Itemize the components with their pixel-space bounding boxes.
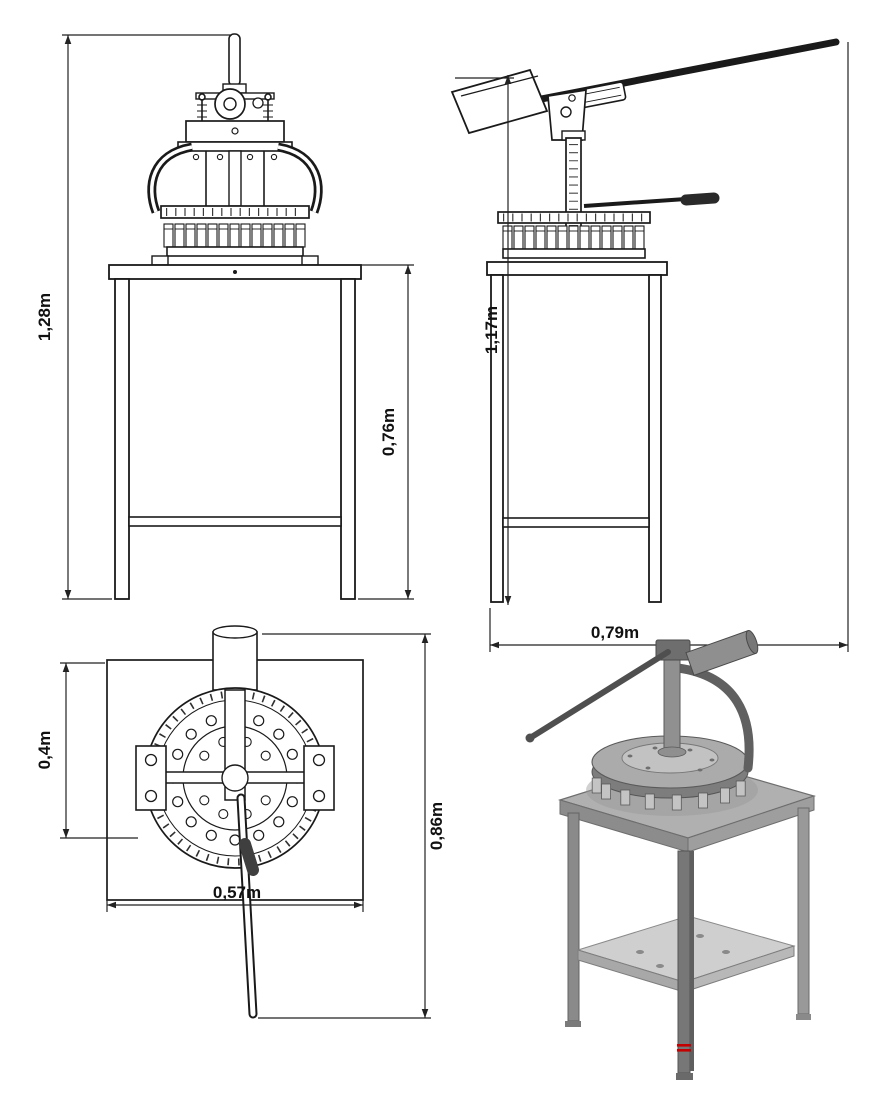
front-carousel [151, 205, 319, 266]
iso-lever [527, 649, 671, 741]
side-table [486, 261, 668, 603]
front-yoke-arms [147, 142, 323, 214]
side-hand-lever [583, 197, 687, 208]
front-handle-rod [228, 33, 241, 87]
side-carousel [497, 211, 651, 259]
dim-top-inner-width: 0,4m [35, 731, 54, 770]
dim-side-overall-height: 1,17m [482, 306, 501, 354]
dim-side-overall-width: 0,79m [591, 623, 639, 642]
dim-top-overall-length: 0,86m [427, 802, 446, 850]
iso-machine [525, 630, 759, 816]
front-bolts [197, 93, 273, 121]
side-pivot-bracket [547, 88, 587, 141]
front-view [108, 33, 362, 600]
front-view-dimensions: 1,28m 0,76m [35, 34, 414, 600]
iso-red-mark [677, 1044, 691, 1052]
top-rod-grip [239, 838, 259, 876]
top-view [106, 625, 364, 1019]
top-side-clamps [135, 745, 335, 811]
iso-counterweight [685, 630, 757, 676]
iso-table-top [557, 759, 817, 853]
dim-front-table-height: 0,76m [379, 408, 398, 456]
top-column-cylinder [212, 631, 258, 691]
dim-front-overall-height: 1,28m [35, 293, 54, 341]
top-lever-rod [236, 793, 259, 1019]
top-view-dimensions: 0,4m 0,57m 0,86m [35, 633, 446, 1019]
front-table [108, 264, 362, 600]
iso-front-leg [677, 850, 691, 1074]
side-hopper [450, 68, 549, 135]
iso-column [663, 647, 681, 755]
isometric-view [525, 630, 817, 1080]
dim-top-plate-width: 0,57m [213, 883, 261, 902]
iso-bottles [591, 777, 746, 811]
side-view [450, 38, 840, 603]
top-nozzle-holes-inner [191, 736, 279, 820]
